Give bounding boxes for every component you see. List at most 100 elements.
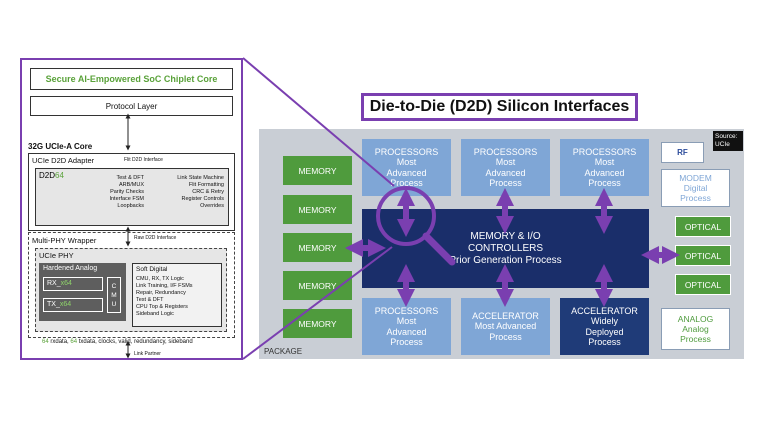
- flit-interface-label: Flit D2D Interface: [124, 157, 163, 163]
- processor-block-top: PROCESSORS Most Advanced Process: [362, 139, 451, 196]
- chiplet-core-title: Secure AI-Empowered SoC Chiplet Core: [30, 68, 233, 90]
- soft-digital-block: Soft Digital CMU, RX, TX Logic Link Trai…: [132, 263, 222, 327]
- rx-x64-text: x64: [60, 280, 72, 287]
- block-line: PROCESSORS: [473, 146, 538, 157]
- analog-line: Analog: [682, 324, 709, 334]
- accelerator-block: ACCELERATOR Most Advanced Process: [461, 298, 550, 355]
- hardened-analog-block: Hardened Analog RX_x64 TX_x64 C M U: [39, 263, 126, 321]
- rx-width: 64: [42, 339, 49, 345]
- modem-line: MODEM: [679, 173, 712, 183]
- block-line: Most Advanced: [474, 321, 537, 332]
- soft-digital-title: Soft Digital: [136, 266, 168, 273]
- analog-block: ANALOG Analog Process: [661, 308, 730, 350]
- block-line: Advanced: [485, 167, 526, 178]
- block-line: Most: [396, 157, 417, 167]
- memory-block: MEMORY: [283, 156, 352, 185]
- soft-feature: Repair, Redundancy: [136, 290, 186, 296]
- rf-block: RF: [661, 142, 704, 163]
- link-partner-label: Link Partner: [134, 351, 161, 357]
- tx-text: TX_: [47, 301, 60, 308]
- block-line: Deployed: [585, 326, 624, 337]
- d2d-feature: Link State Machine: [177, 175, 224, 181]
- soft-feature: CPU Top & Registers: [136, 304, 188, 310]
- soft-feature: CMU, RX, TX Logic: [136, 276, 184, 282]
- block-line: Process: [489, 178, 522, 188]
- soft-feature: Sideband Logic: [136, 311, 174, 317]
- block-line: Most: [396, 316, 417, 326]
- controller-line: MEMORY & I/O: [470, 230, 541, 242]
- analog-line: ANALOG: [677, 314, 714, 324]
- block-line: Advanced: [386, 326, 427, 337]
- processor-block-top: PROCESSORS Most Advanced Process: [461, 139, 550, 196]
- accelerator-block-dark: ACCELERATOR Widely Deployed Process: [560, 298, 649, 355]
- d2d-title: Die-to-Die (D2D) Silicon Interfaces: [361, 93, 638, 121]
- d2d-feature: Interface FSM: [109, 196, 144, 202]
- block-line: Process: [489, 331, 522, 342]
- hardened-analog-title: Hardened Analog: [43, 265, 98, 272]
- cmu-box: C M U: [107, 277, 121, 313]
- block-line: Process: [390, 337, 423, 347]
- d2d-text: D2D: [39, 171, 56, 180]
- memory-block: MEMORY: [283, 233, 352, 262]
- zoom-line-top: [242, 57, 395, 187]
- d2d-right-features: Link State Machine Flit Formatting CRC &…: [154, 175, 224, 210]
- processor-block-top: PROCESSORS Most Advanced Process: [560, 139, 649, 196]
- tx-x64-text: x64: [59, 301, 72, 308]
- d2d64-block: D2D64 Test & DFT ARB/MUX Parity Checks I…: [35, 168, 229, 226]
- chiplet-core-panel: Secure AI-Empowered SoC Chiplet Core Pro…: [20, 58, 243, 360]
- modem-line: Process: [680, 193, 711, 203]
- d2d-64-text: 64: [55, 171, 64, 180]
- d2d64-label: D2D64: [39, 171, 64, 180]
- block-line: ACCELERATOR: [472, 310, 539, 321]
- d2d-feature: ARB/MUX: [118, 182, 144, 188]
- controller-line: CONTROLLERS: [467, 242, 543, 254]
- soft-feature: Link Training, I/F FSMs: [136, 283, 193, 289]
- block-line: PROCESSORS: [374, 146, 439, 157]
- block-line: Process: [390, 178, 423, 188]
- memory-block: MEMORY: [283, 309, 352, 338]
- rx-text: RX_: [47, 280, 61, 287]
- d2d-feature: Parity Checks: [110, 189, 144, 195]
- block-line: Process: [588, 337, 621, 347]
- multi-phy-wrapper: Multi-PHY Wrapper UCIe PHY Hardened Anal…: [28, 232, 235, 338]
- magnifier-icon: [376, 186, 456, 266]
- memory-block: MEMORY: [283, 195, 352, 224]
- modem-line: Digital: [683, 183, 708, 193]
- d2d-feature: Overrides: [200, 203, 224, 209]
- soft-digital-features: CMU, RX, TX Logic Link Training, I/F FSM…: [136, 276, 193, 318]
- source-label: Source: UCIe: [713, 131, 743, 151]
- block-line: Advanced: [386, 167, 427, 178]
- d2d-feature: Register Controls: [181, 196, 225, 202]
- cmu-letter: U: [111, 300, 117, 308]
- block-line: PROCESSORS: [374, 305, 439, 316]
- source-line: Source:: [715, 133, 738, 140]
- signal-rest-text: txdata, clocks, valid, redundancy, sideb…: [77, 339, 193, 345]
- soft-feature: Test & DFT: [136, 297, 164, 303]
- d2d-feature: Loopbacks: [117, 203, 144, 209]
- controller-line: Prior Generation Process: [449, 254, 562, 266]
- zoom-line-bottom: [242, 246, 393, 360]
- rx-lane-box: RX_x64: [43, 277, 103, 291]
- ucie-phy-box: UCIe PHY Hardened Analog RX_x64 TX_x64 C…: [35, 248, 227, 332]
- analog-line: Process: [680, 334, 711, 344]
- d2d-feature: CRC & Retry: [192, 189, 224, 195]
- block-line: Widely: [590, 316, 618, 326]
- block-line: PROCESSORS: [572, 146, 637, 157]
- optical-block: OPTICAL: [675, 274, 731, 295]
- tx-width: 64: [70, 339, 78, 345]
- d2d-feature: Test & DFT: [116, 175, 144, 181]
- multi-phy-title: Multi-PHY Wrapper: [32, 236, 97, 245]
- raw-interface-label: Raw D2D Interface: [134, 235, 177, 241]
- adapter-title: UCIe D2D Adapter: [32, 156, 95, 165]
- cmu-letter: C: [111, 282, 117, 290]
- block-line: ACCELERATOR: [571, 305, 638, 316]
- ucie-phy-title: UCIe PHY: [39, 251, 74, 260]
- processor-block-bottom: PROCESSORS Most Advanced Process: [362, 298, 451, 355]
- optical-block: OPTICAL: [675, 245, 731, 266]
- optical-block: OPTICAL: [675, 216, 731, 237]
- block-line: Most: [594, 157, 615, 167]
- signal-summary: 64 rxdata, 64 txdata, clocks, valid, red…: [42, 339, 193, 345]
- cmu-letter: M: [111, 291, 117, 299]
- modem-block: MODEM Digital Process: [661, 169, 730, 207]
